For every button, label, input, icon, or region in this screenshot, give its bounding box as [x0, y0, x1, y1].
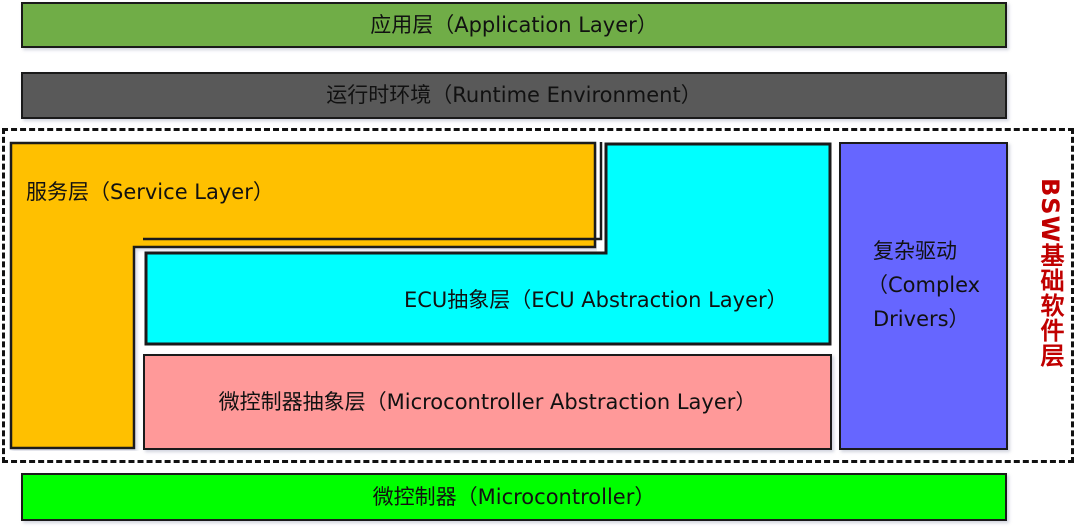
- ecu-abstraction-inner-border: [143, 142, 603, 241]
- service-layer-shape: [9, 141, 597, 450]
- microcontroller-abstraction-layer: 微控制器抽象层（Microcontroller Abstraction Laye…: [143, 354, 832, 450]
- microcontroller-abstraction-label: 微控制器抽象层（Microcontroller Abstraction Laye…: [218, 389, 757, 414]
- ecu-abstraction-label: ECU抽象层（ECU Abstraction Layer）: [404, 288, 788, 312]
- complex-drivers-layer: 复杂驱动 （Complex Drivers）: [839, 142, 1008, 450]
- runtime-environment-label: 运行时环境（Runtime Environment）: [326, 83, 702, 108]
- ecu-abstraction-layer: [143, 142, 832, 346]
- bsw-group-label: BSW基础软件层: [1036, 178, 1064, 369]
- service-layer: [9, 141, 597, 450]
- complex-drivers-label-line3: Drivers）: [873, 307, 970, 331]
- service-layer-label: 服务层（Service Layer）: [26, 180, 274, 204]
- application-layer: 应用层（Application Layer）: [21, 2, 1007, 48]
- application-layer-label: 应用层（Application Layer）: [370, 12, 658, 37]
- complex-drivers-label-line2: （Complex: [867, 272, 981, 297]
- microcontroller-layer: 微控制器（Microcontroller）: [21, 473, 1007, 521]
- runtime-environment-layer: 运行时环境（Runtime Environment）: [21, 72, 1007, 119]
- ecu-abstraction-shape: [144, 142, 832, 346]
- microcontroller-label: 微控制器（Microcontroller）: [372, 484, 656, 509]
- complex-drivers-label-line1: 复杂驱动: [873, 238, 957, 263]
